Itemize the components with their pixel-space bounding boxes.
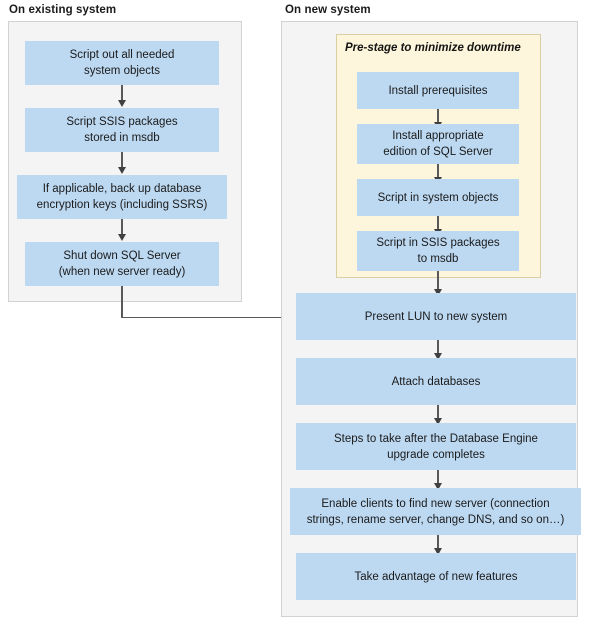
new-system-title: On new system [285,4,371,16]
node-line1: Script out all needed [69,49,175,61]
node-shut-down-sql-server[interactable]: Shut down SQL Server (when new server re… [25,242,219,286]
node-line1: Script SSIS packages [66,116,178,128]
node-line2: to msdb [417,253,459,265]
node-install-sql-server-edition[interactable]: Install appropriate edition of SQL Serve… [357,124,519,164]
node-line1: Shut down SQL Server [63,250,181,262]
node-line1: Take advantage of new features [354,570,518,583]
arrow-main-1 [437,340,439,354]
arrow-main-2 [437,405,439,419]
node-line2: strings, rename server, change DNS, and … [306,513,565,526]
node-line1: Present LUN to new system [364,310,508,323]
node-back-up-encryption-keys[interactable]: If applicable, back up database encrypti… [17,175,227,219]
node-post-upgrade-steps[interactable]: Steps to take after the Database Engine … [296,423,576,470]
node-install-prerequisites[interactable]: Install prerequisites [357,72,519,109]
arrow-prestage-2 [437,164,439,178]
node-line2: edition of SQL Server [383,146,493,158]
existing-system-title: On existing system [9,4,117,16]
arrow-main-3 [437,470,439,484]
node-attach-databases[interactable]: Attach databases [296,358,576,405]
node-line2: (when new server ready) [58,266,186,278]
arrow-existing-1 [121,85,123,101]
node-line1: Install appropriate [392,130,484,142]
arrow-main-4 [437,535,439,549]
arrow-existing-2 [121,152,123,168]
node-line1: Attach databases [391,375,481,388]
node-script-in-system-objects[interactable]: Script in system objects [357,179,519,216]
node-line2: upgrade completes [387,448,485,461]
node-enable-clients[interactable]: Enable clients to find new server (conne… [290,488,581,535]
node-line1: Install prerequisites [388,84,488,97]
connector-vertical-segment [121,286,123,318]
node-script-system-objects[interactable]: Script out all needed system objects [25,41,219,85]
node-script-ssis-packages[interactable]: Script SSIS packages stored in msdb [25,108,219,152]
node-script-in-ssis-packages[interactable]: Script in SSIS packages to msdb [357,231,519,271]
node-take-advantage-features[interactable]: Take advantage of new features [296,553,576,600]
node-line2: system objects [83,65,161,77]
connector-horizontal-segment [121,316,291,319]
node-line2: encryption keys (including SSRS) [36,199,208,211]
node-line1: Enable clients to find new server (conne… [321,497,550,510]
arrow-prestage-1 [437,109,439,123]
node-line1: Script in SSIS packages [376,237,500,249]
arrow-existing-3 [121,219,123,235]
prestage-label: Pre-stage to minimize downtime [345,42,521,54]
node-line1: If applicable, back up database [42,183,202,195]
node-present-lun[interactable]: Present LUN to new system [296,293,576,340]
node-line2: stored in msdb [84,132,160,144]
node-line1: Script in system objects [377,191,499,204]
node-line1: Steps to take after the Database Engine [334,432,538,445]
arrow-prestage-to-main [437,271,439,290]
arrow-prestage-3 [437,216,439,230]
